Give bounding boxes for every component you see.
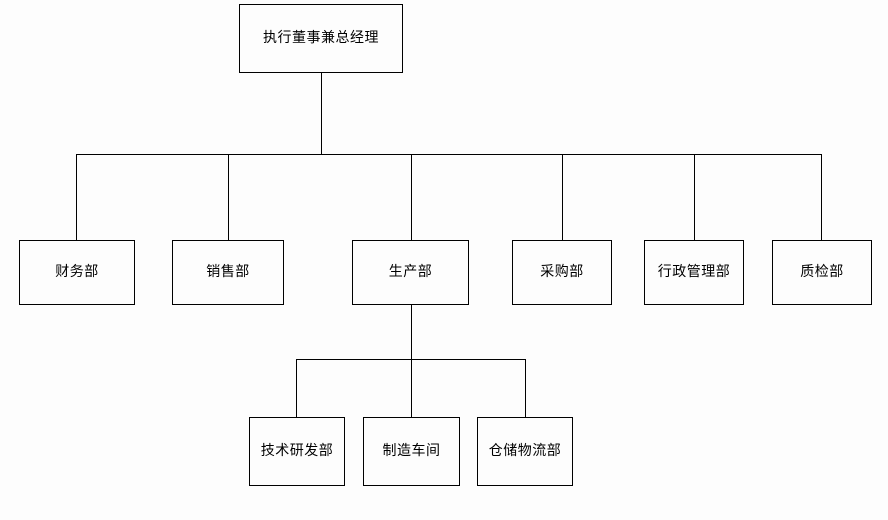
node-finance[interactable]: 财务部 [19, 240, 135, 305]
node-label-administration: 行政管理部 [657, 264, 731, 281]
connector-ceo-stem [321, 73, 322, 154]
node-label-workshop: 制造车间 [382, 443, 441, 460]
connector-drop-quality [821, 154, 822, 240]
node-label-sales: 销售部 [206, 264, 250, 281]
connector-drop-production [411, 154, 412, 240]
connector-level3-bus [296, 359, 525, 360]
node-label-finance: 财务部 [55, 264, 99, 281]
connector-drop-administration [694, 154, 695, 240]
node-production[interactable]: 生产部 [352, 240, 469, 305]
node-workshop[interactable]: 制造车间 [363, 417, 460, 486]
node-label-rnd: 技术研发部 [260, 443, 334, 460]
connector-drop-finance [76, 154, 77, 240]
node-purchasing[interactable]: 采购部 [512, 240, 612, 305]
connector-drop-warehouse [525, 359, 526, 417]
node-ceo[interactable]: 执行董事兼总经理 [239, 4, 403, 73]
node-label-production: 生产部 [388, 264, 433, 281]
connector-drop-rnd [296, 359, 297, 417]
connector-drop-workshop [411, 359, 412, 417]
node-warehouse[interactable]: 仓储物流部 [477, 417, 573, 486]
connector-level2-bus [76, 154, 821, 155]
connector-production-stem [411, 305, 412, 359]
node-label-ceo: 执行董事兼总经理 [263, 30, 379, 47]
node-sales[interactable]: 销售部 [172, 240, 284, 305]
connector-drop-purchasing [562, 154, 563, 240]
node-label-warehouse: 仓储物流部 [488, 443, 562, 460]
node-label-quality: 质检部 [800, 264, 844, 281]
node-quality[interactable]: 质检部 [772, 240, 872, 305]
node-label-purchasing: 采购部 [540, 264, 584, 281]
node-rnd[interactable]: 技术研发部 [249, 417, 345, 486]
connector-drop-sales [228, 154, 229, 240]
node-administration[interactable]: 行政管理部 [644, 240, 744, 305]
